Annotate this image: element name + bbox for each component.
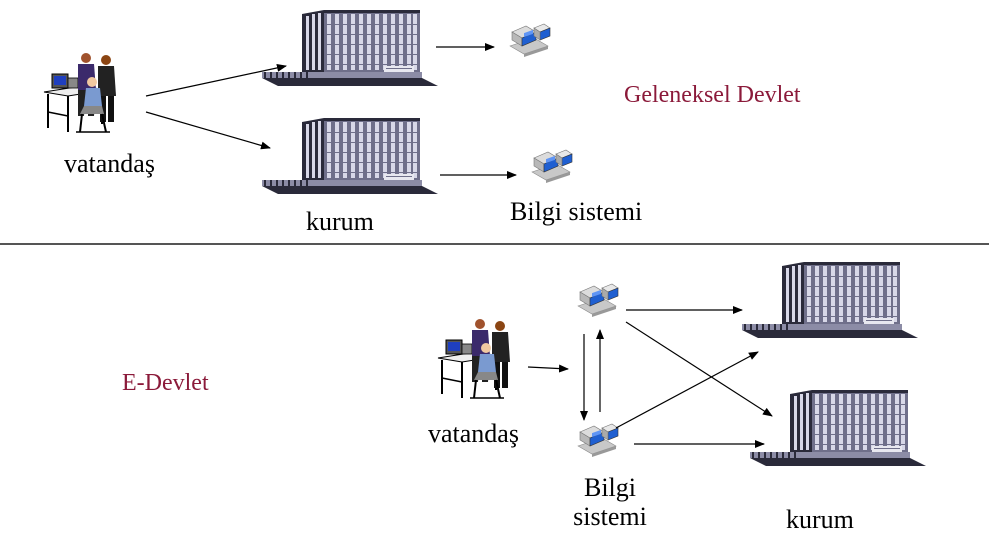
top-institution-label: kurum (306, 207, 374, 236)
bottom-info-system-label: Bilgi sistemi (570, 473, 650, 531)
bottom-info-system-label-line1: Bilgi (583, 473, 636, 502)
top-institution-icon-2 (262, 118, 438, 194)
bottom-info-system-icon-1 (577, 283, 619, 318)
bottom-institution-label: kurum (786, 505, 854, 534)
arrow-citizen-to-system (527, 364, 569, 373)
bottom-citizen-icon (437, 318, 511, 399)
bottom-institution-icon-1 (742, 262, 918, 338)
top-info-system-icon-1 (509, 23, 551, 58)
top-info-system-label: Bilgi sistemi (510, 197, 643, 226)
bottom-institution-icon-2 (750, 390, 926, 466)
top-citizen-label: vatandaş (64, 149, 155, 178)
top-citizen-icon (43, 52, 117, 133)
traditional-government-title: Geleneksel Devlet (624, 82, 801, 108)
top-info-system-icon-2 (531, 149, 573, 184)
bottom-info-system-label-line2: sistemi (573, 501, 647, 531)
bottom-citizen-label: vatandaş (428, 419, 519, 448)
section-divider (0, 243, 989, 245)
bottom-info-system-icon-2 (577, 423, 619, 458)
arrow-system1-to-institution2 (625, 321, 773, 417)
e-government-title: E-Devlet (122, 370, 209, 396)
top-institution-icon-1 (262, 10, 438, 86)
arrow-citizen-to-institution-2 (145, 111, 271, 150)
arrow-citizen-to-institution-1 (145, 63, 287, 97)
arrow-system2-to-institution1 (615, 351, 759, 429)
